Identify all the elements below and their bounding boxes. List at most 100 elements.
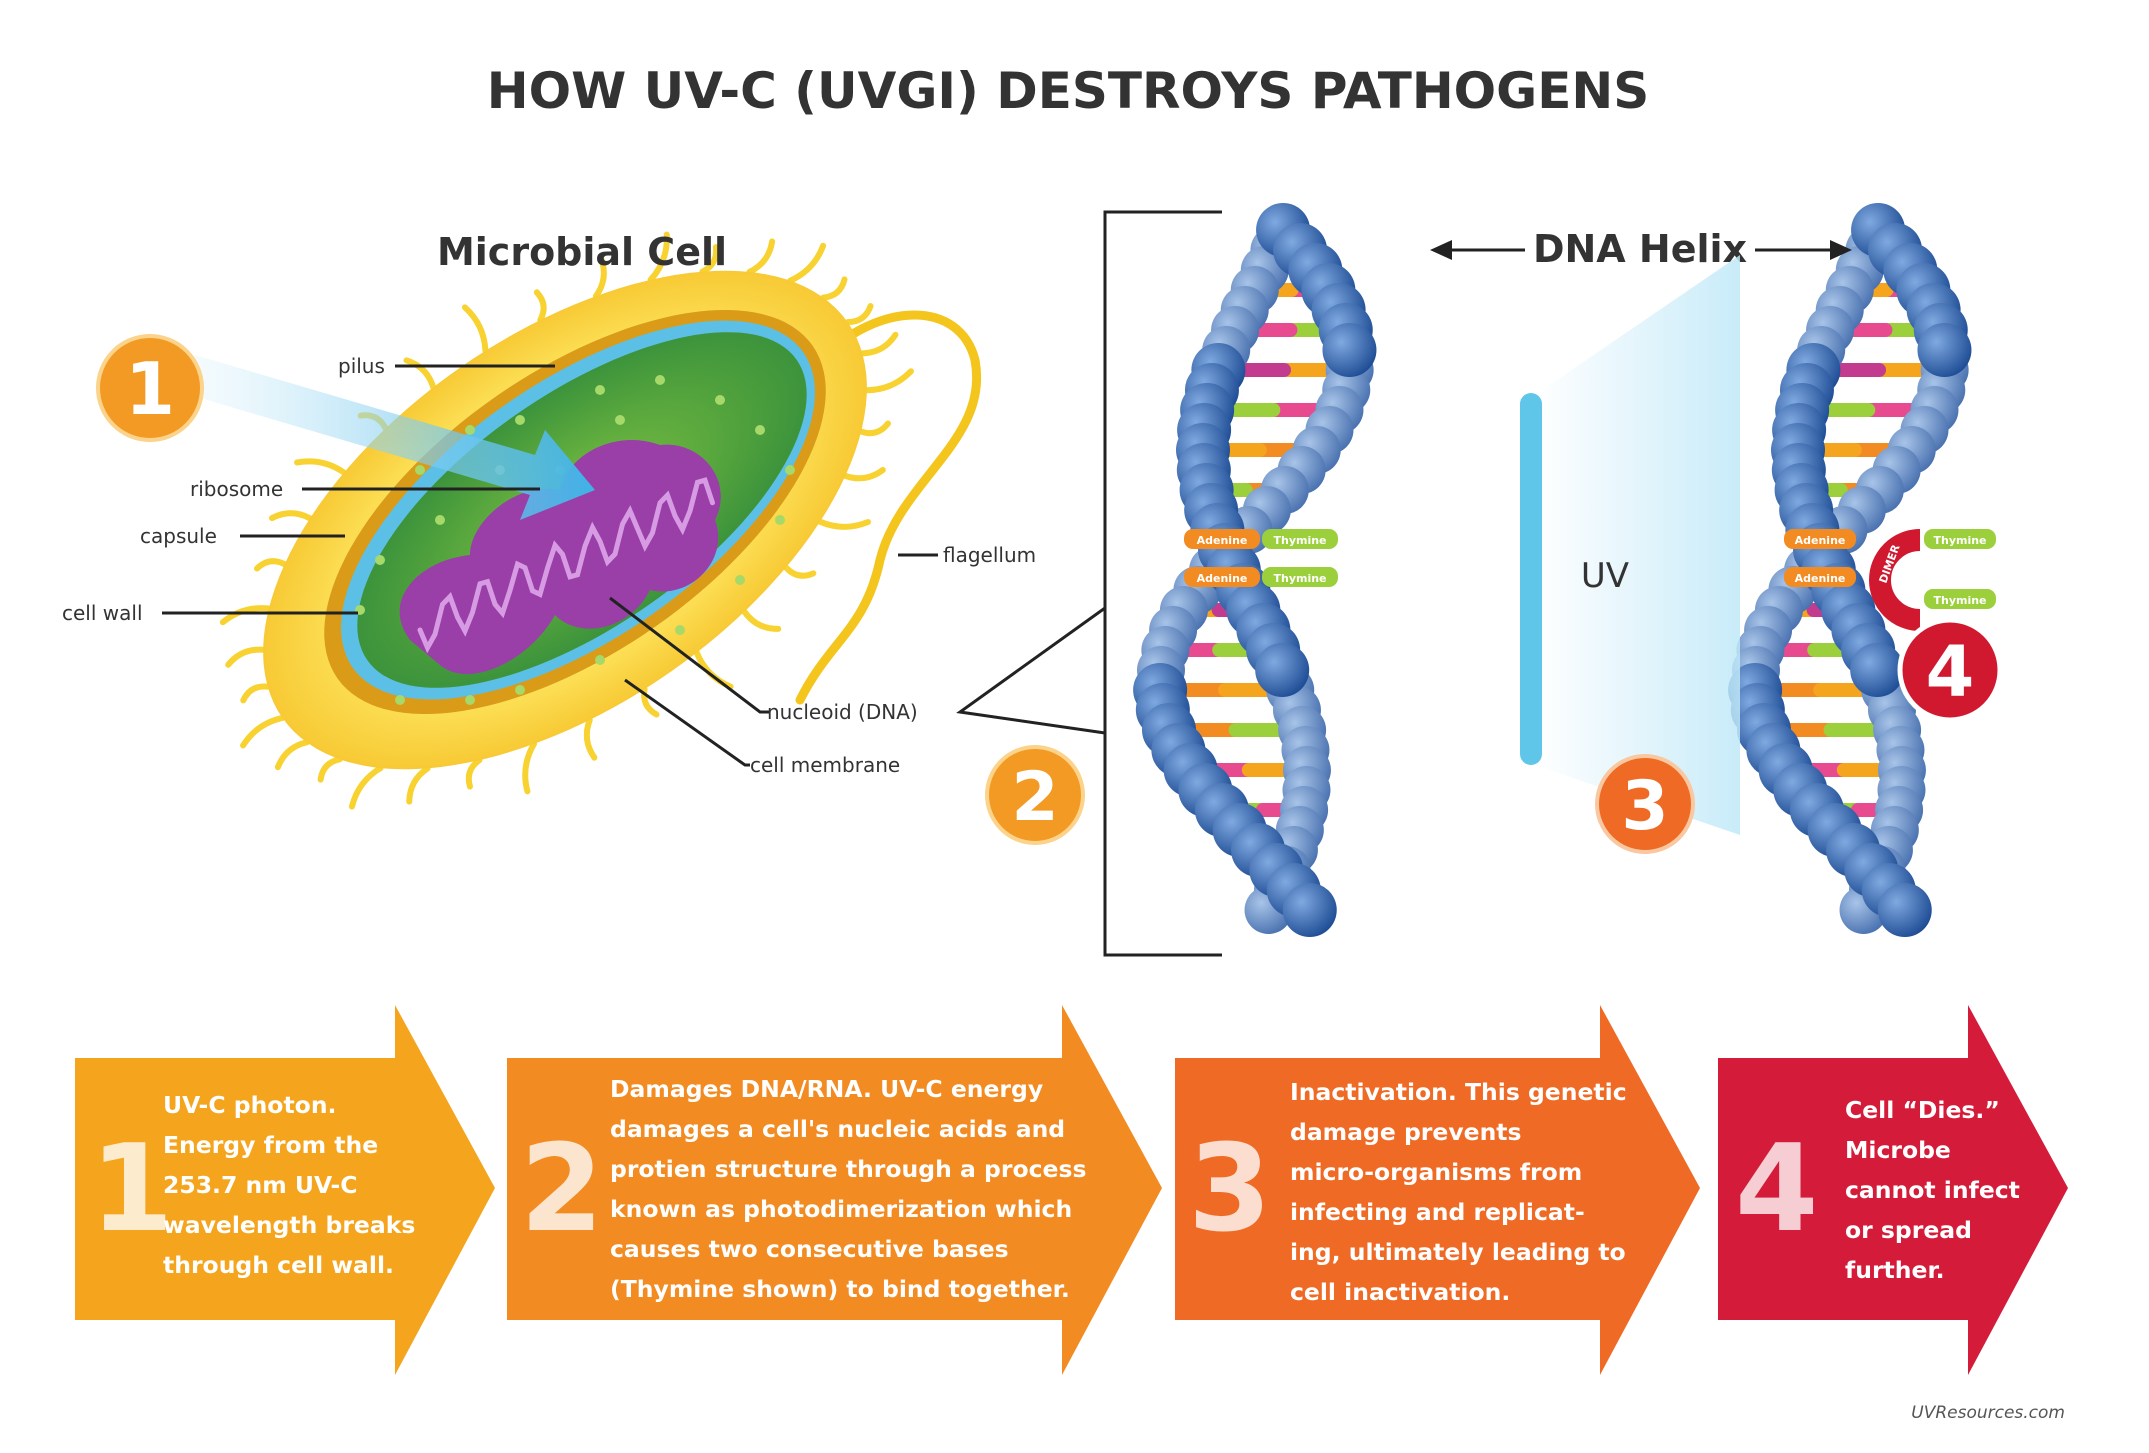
backbone-sugar	[1322, 323, 1377, 377]
pilus-hair	[269, 510, 314, 522]
pilus-hair	[240, 683, 271, 704]
ribosome-dot	[415, 465, 425, 475]
pilus-hair	[741, 608, 782, 632]
step-2-text: Damages DNA/RNA. UV-C energy damages a c…	[610, 1075, 1092, 1303]
base-label: Adenine	[1795, 534, 1846, 547]
pilus-hair	[465, 757, 483, 790]
microbial-cell	[190, 231, 982, 810]
pilus-hair	[647, 231, 670, 283]
pilus-hair	[254, 558, 288, 572]
pilus-hair	[317, 756, 343, 783]
pilus-hair	[274, 739, 310, 771]
pilus-hair	[225, 646, 267, 668]
pilus-hair	[533, 289, 547, 324]
pilus-hair	[240, 714, 286, 749]
svg-text:2: 2	[520, 1120, 604, 1259]
thymine-dimer: DIMER	[1869, 529, 1921, 631]
pilus-hair	[842, 466, 886, 482]
svg-text:1: 1	[125, 347, 175, 431]
pilus-hair	[863, 368, 914, 394]
badge-4: 4	[1897, 617, 2003, 723]
cell-wall-label: cell wall	[62, 601, 143, 625]
svg-text:3: 3	[1621, 767, 1668, 846]
badge-1: 1	[96, 334, 204, 442]
badge-3: 3	[1595, 754, 1695, 854]
pilus-hair	[858, 420, 891, 437]
ribosome-dot	[715, 395, 725, 405]
pilus-hair	[461, 304, 489, 354]
flagellum-shape	[795, 310, 982, 705]
base-pill	[1924, 529, 1996, 549]
base-label: Thymine	[1273, 534, 1326, 547]
base-label: Thymine	[1933, 594, 1986, 607]
pili-hairs	[219, 231, 914, 810]
base-pill	[1784, 529, 1856, 549]
pilus-hair	[859, 331, 899, 357]
step-3: 3 Inactivation. This genetic damage prev…	[1175, 1005, 1700, 1375]
base-pill	[1262, 567, 1338, 587]
ribosome-dot	[435, 515, 445, 525]
svg-text:3: 3	[1188, 1120, 1272, 1259]
svg-text:4: 4	[1926, 631, 1975, 713]
pilus-hair	[820, 276, 848, 301]
pilus-hair	[816, 518, 871, 530]
pilus-hair	[782, 564, 817, 579]
membrane-leader	[624, 678, 750, 767]
ribosome-dot	[515, 685, 525, 695]
nucleoid-label: nucleoid (DNA)	[767, 700, 918, 724]
ribosome-dot	[755, 425, 765, 435]
pilus-hair	[844, 303, 874, 326]
pilus-hair	[294, 458, 348, 476]
ribosome-dot	[465, 695, 475, 705]
backbone-sugar	[1255, 643, 1310, 697]
pilus-hair	[693, 649, 734, 690]
ribosome-dot	[375, 555, 385, 565]
ribosome-dot	[775, 515, 785, 525]
svg-text:4: 4	[1735, 1120, 1819, 1259]
arrow-left-icon	[1430, 240, 1452, 260]
backbone-sugar	[1917, 323, 1972, 377]
pilus-hair	[219, 605, 272, 626]
pilus-hair	[348, 765, 384, 810]
step-4: 4 Cell “Dies.” Microbe cannot infect or …	[1718, 1005, 2068, 1375]
step-1-text: UV-C photon. Energy from the 253.7 nm UV…	[163, 1091, 420, 1279]
svg-text:1: 1	[90, 1120, 174, 1259]
membrane-label: cell membrane	[750, 753, 900, 777]
ribosome-dot	[785, 465, 795, 475]
backbone-sugar	[1877, 883, 1932, 937]
zoom-bracket	[1103, 210, 1222, 957]
base-pill	[1184, 567, 1260, 587]
flagellum-label: flagellum	[943, 543, 1036, 567]
ribosome-label: ribosome	[190, 477, 283, 501]
pilus-hair	[787, 242, 827, 284]
base-label: Adenine	[1197, 534, 1248, 547]
nucleoid-leader	[609, 596, 770, 714]
pilus-hair	[699, 244, 720, 275]
ribosome-dot	[395, 695, 405, 705]
capsule-label: capsule	[140, 524, 217, 548]
nucleoid-shape	[399, 440, 721, 675]
uv-bar	[1520, 393, 1542, 765]
base-pill	[1184, 529, 1260, 549]
ribosome-dot	[675, 625, 685, 635]
pilus-hair	[746, 238, 776, 275]
pilus-hair	[583, 716, 598, 761]
backbone-sugar	[1282, 883, 1337, 937]
step-4-text: Cell “Dies.” Microbe cannot infect or sp…	[1845, 1096, 2025, 1284]
step-1: 1 UV-C photon. Energy from the 253.7 nm …	[75, 1005, 495, 1375]
step-2: 2 Damages DNA/RNA. UV-C energy damages a…	[507, 1005, 1162, 1375]
cell-heading: Microbial Cell	[437, 230, 727, 274]
uv-label: UV	[1581, 556, 1629, 596]
pilus-hair	[522, 740, 538, 795]
source-credit: UVResources.com	[1911, 1403, 2065, 1423]
badge-2: 2	[985, 745, 1085, 845]
base-pill	[1784, 567, 1856, 587]
uv-beam: UV	[1520, 255, 1740, 835]
step-3-text: Inactivation. This genetic damage preven…	[1290, 1078, 1632, 1306]
pilus-label: pilus	[338, 354, 385, 378]
uv-photon-arrow	[190, 355, 595, 520]
svg-text:2: 2	[1011, 758, 1058, 837]
